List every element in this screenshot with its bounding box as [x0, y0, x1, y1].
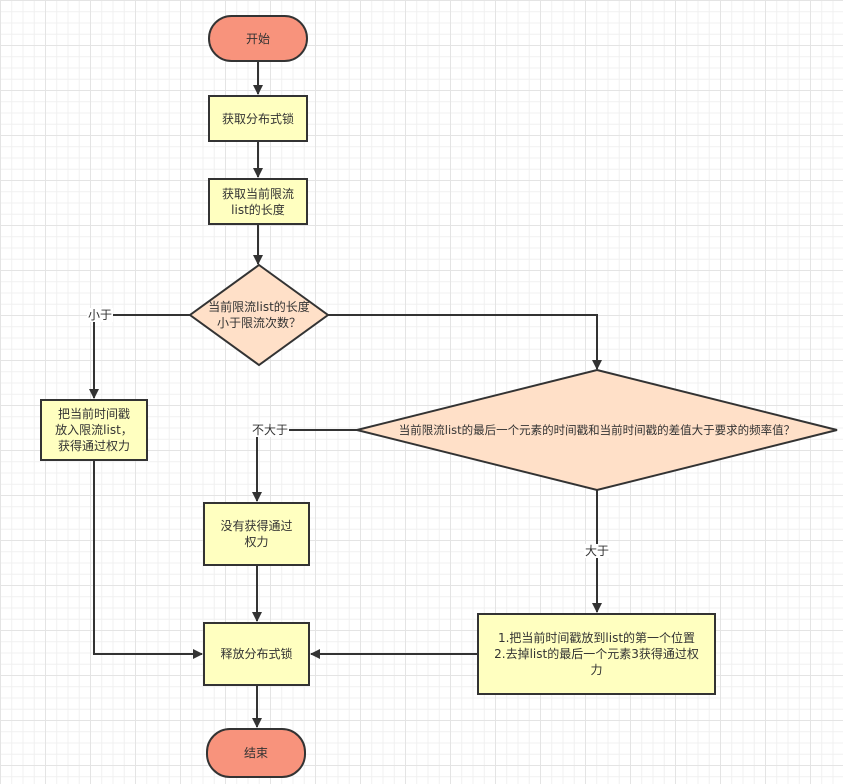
- edge-push-release: [93, 461, 203, 659]
- get-length-node: 获取当前限流 list的长度: [208, 178, 308, 225]
- label-not-greater: 不大于: [250, 423, 290, 437]
- end-node: 结束: [206, 728, 306, 778]
- decision-length-text: 当前限流list的长度 小于限流次数？: [208, 300, 310, 330]
- decision-diff-text: 当前限流list的最后一个元素的时间戳和当前时间戳的差值大于要求的频率值？: [398, 423, 796, 437]
- push-timestamp-node: 把当前时间戳 放入限流list， 获得通过权力: [40, 399, 148, 461]
- no-permission-node: 没有获得通过 权力: [203, 502, 310, 566]
- release-lock-node: 释放分布式锁: [203, 622, 310, 686]
- edge-less-than: [89, 314, 190, 399]
- label-greater: 大于: [583, 544, 611, 558]
- start-node: 开始: [208, 15, 308, 62]
- acquire-lock-node: 获取分布式锁: [208, 95, 308, 142]
- label-less-than: 小于: [86, 308, 114, 322]
- update-list-node: 1.把当前时间戳放到list的第一个位置 2.去掉list的最后一个元素3获得通…: [477, 613, 716, 695]
- edge-not-greater: [252, 429, 357, 502]
- decision-length-shape: [188, 263, 330, 367]
- edge-not-less: [328, 314, 602, 370]
